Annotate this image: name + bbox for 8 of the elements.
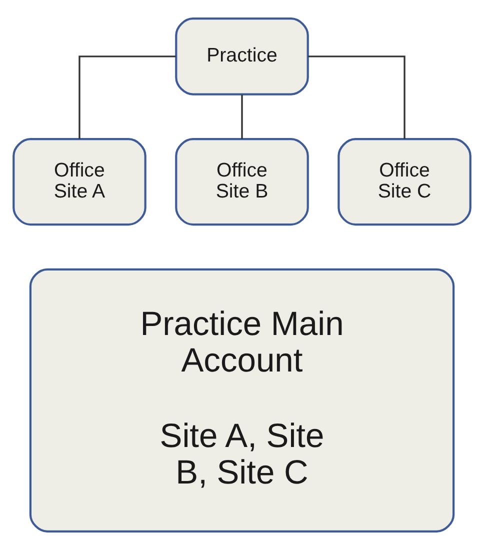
node-box: Practice Main Account Site A, Site B, Site C — [29, 268, 455, 532]
node-box: Office Site B — [175, 138, 309, 226]
connector — [78, 56, 176, 140]
connector — [308, 56, 406, 140]
connector — [241, 94, 243, 139]
node-box: Office Site C — [338, 138, 472, 226]
node-box: Practice — [175, 18, 309, 96]
node-box: Office Site A — [12, 138, 146, 226]
